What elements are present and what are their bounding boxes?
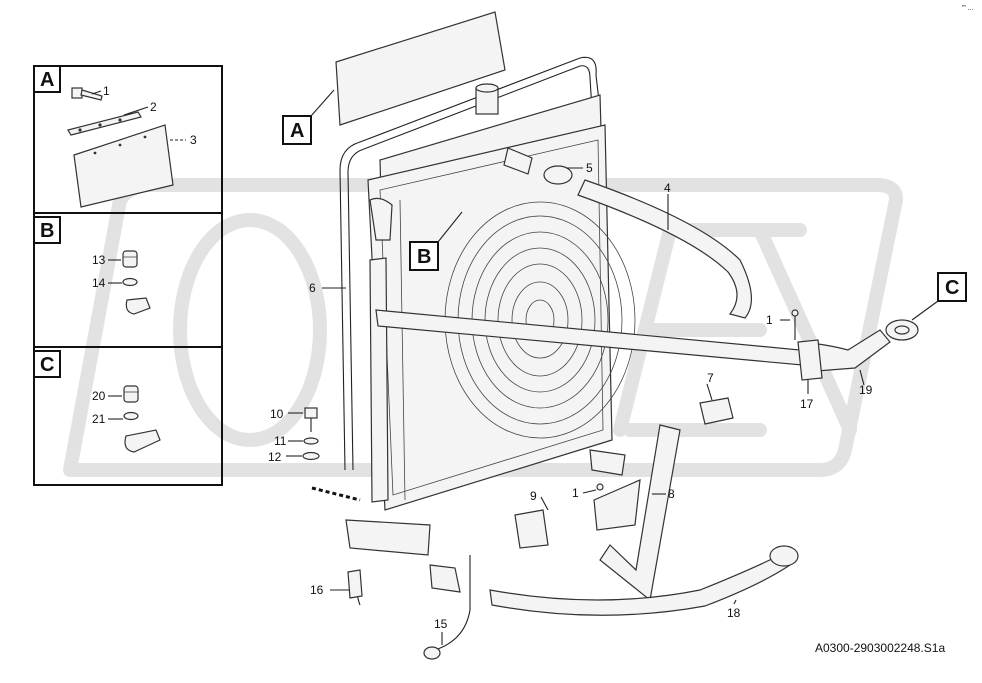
- fitting-15: [423, 646, 441, 660]
- label-17: 17: [800, 397, 814, 411]
- panel-a-part-1: 1: [103, 84, 110, 98]
- callout-a: A: [282, 89, 335, 145]
- label-1: 1: [766, 313, 773, 327]
- corner-mark: "' ...: [962, 5, 974, 12]
- callout-b: B: [409, 211, 463, 271]
- plug-part-20: [123, 385, 139, 403]
- label-7: 7: [707, 371, 714, 385]
- label-1b: 1: [572, 486, 579, 500]
- label-4: 4: [664, 181, 671, 195]
- callout-b-letter: B: [417, 246, 431, 268]
- upper-hose-4: [577, 179, 753, 319]
- panel-b-tag: [33, 216, 61, 244]
- pipe-6: [369, 257, 389, 503]
- sleeve-9: [514, 509, 549, 549]
- label-6: 6: [309, 281, 316, 295]
- washer-part-14: [122, 277, 138, 287]
- bolt-1b: [596, 483, 604, 491]
- bolt-part-1: [71, 87, 103, 101]
- label-5: 5: [586, 161, 593, 175]
- bolt-1: [791, 309, 799, 317]
- fitting-16: [347, 569, 363, 599]
- sleeve-7: [699, 397, 734, 425]
- callout-c-letter: C: [945, 277, 959, 299]
- label-18: 18: [727, 606, 741, 620]
- panel-a-part-2: 2: [150, 100, 157, 114]
- label-9: 9: [530, 489, 537, 503]
- panel-b-part-14: 14: [92, 276, 106, 290]
- panel-c-part-21: 21: [92, 412, 106, 426]
- panel-a-tag: [33, 65, 61, 93]
- panel-b-letter: B: [40, 220, 54, 242]
- label-12: 12: [268, 450, 282, 464]
- radiator-assembly: [302, 11, 919, 660]
- strip-part-2: [67, 111, 142, 136]
- seal-plate-part-3: [73, 124, 174, 208]
- upper-hose-fitting: [503, 147, 533, 175]
- panel-a-letter: A: [40, 69, 54, 91]
- bolt-10: [304, 407, 318, 432]
- fitting-shape: [124, 429, 161, 453]
- washer-11: [303, 437, 319, 445]
- bracket-17: [797, 339, 823, 381]
- callout-a-letter: A: [290, 120, 304, 142]
- washer-12: [302, 451, 320, 461]
- label-16: 16: [310, 583, 324, 597]
- washer-part-21: [123, 411, 139, 421]
- label-11: 11: [274, 434, 287, 448]
- label-10: 10: [270, 407, 284, 421]
- callout-c: C: [911, 272, 967, 321]
- label-15: 15: [434, 617, 448, 631]
- fitting-shape: [125, 297, 151, 315]
- panel-a-part-3: 3: [190, 133, 197, 147]
- detail-panel-frame: [33, 65, 223, 486]
- hose-clamp-5: [543, 165, 573, 185]
- panel-c-letter: C: [40, 354, 54, 376]
- hidden-line: [311, 486, 361, 502]
- part-labels: 5 4 6 1 7 19 17 10 11 12 1 9 8 16 18 15: [268, 161, 873, 645]
- label-19: 19: [859, 383, 873, 397]
- mount-bracket-right: [589, 449, 626, 476]
- label-8: 8: [668, 487, 675, 501]
- detail-panels: A 1 2 3 B 13 14 C: [33, 65, 223, 486]
- panel-b-part-13: 13: [92, 253, 106, 267]
- mount-bracket: [345, 519, 431, 556]
- lower-hose-8: [599, 424, 681, 602]
- bracket-9: [593, 479, 641, 531]
- panel-c-part-20: 20: [92, 389, 106, 403]
- plug-part-13: [122, 250, 138, 268]
- panel-c-tag: [33, 350, 61, 378]
- cover-plate: [335, 11, 506, 126]
- drawing-number: A0300-2903002248.S1a: [815, 641, 945, 655]
